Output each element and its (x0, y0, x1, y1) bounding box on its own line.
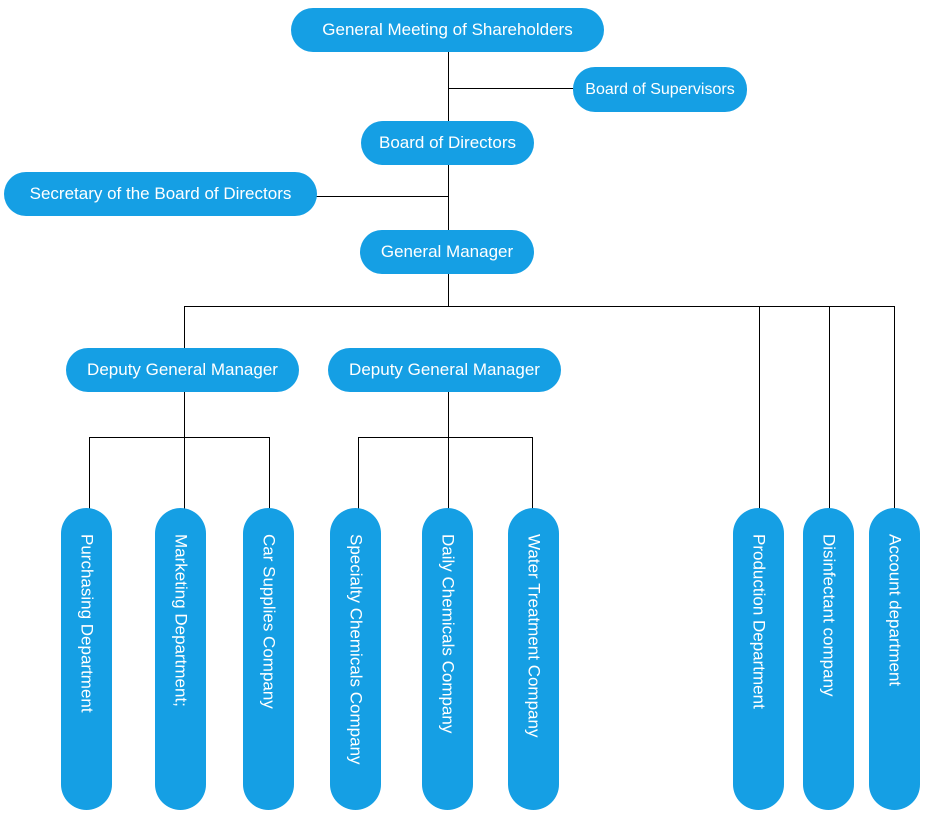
node-account: Account department (869, 508, 920, 810)
node-deputy-1-label: Deputy General Manager (87, 360, 278, 379)
node-daily-chemicals: Daily Chemicals Company (422, 508, 473, 810)
node-account-label: Account department (885, 534, 905, 687)
node-water-treatment-label: Water Treatment Company (524, 534, 544, 738)
node-production: Production Department (733, 508, 784, 810)
node-deputy-2-label: Deputy General Manager (349, 360, 540, 379)
node-specialty-chemicals: Specialty Chemicals Company (330, 508, 381, 810)
node-shareholders: General Meeting of Shareholders (291, 8, 604, 52)
node-purchasing: Purchasing Department (61, 508, 112, 810)
node-disinfectant-label: Disinfectant company (819, 534, 839, 697)
node-secretary: Secretary of the Board of Directors (4, 172, 317, 216)
node-deputy-1: Deputy General Manager (66, 348, 299, 392)
node-secretary-label: Secretary of the Board of Directors (29, 184, 292, 203)
node-general-manager-label: General Manager (380, 242, 514, 261)
node-supervisors-label: Board of Supervisors (585, 80, 735, 98)
node-general-manager: General Manager (360, 230, 534, 274)
node-marketing-label: Marketing Department; (171, 534, 191, 707)
node-purchasing-label: Purchasing Department (77, 534, 97, 713)
node-shareholders-label: General Meeting of Shareholders (322, 20, 573, 39)
node-directors: Board of Directors (361, 121, 534, 165)
node-specialty-chemicals-label: Specialty Chemicals Company (346, 534, 366, 765)
node-car-supplies: Car Supplies Company (243, 508, 294, 810)
node-production-label: Production Department (749, 534, 769, 709)
node-marketing: Marketing Department; (155, 508, 206, 810)
node-directors-label: Board of Directors (379, 133, 516, 152)
node-water-treatment: Water Treatment Company (508, 508, 559, 810)
node-disinfectant: Disinfectant company (803, 508, 854, 810)
node-deputy-2: Deputy General Manager (328, 348, 561, 392)
node-car-supplies-label: Car Supplies Company (259, 534, 279, 709)
node-daily-chemicals-label: Daily Chemicals Company (438, 534, 458, 734)
node-supervisors: Board of Supervisors (573, 67, 747, 112)
